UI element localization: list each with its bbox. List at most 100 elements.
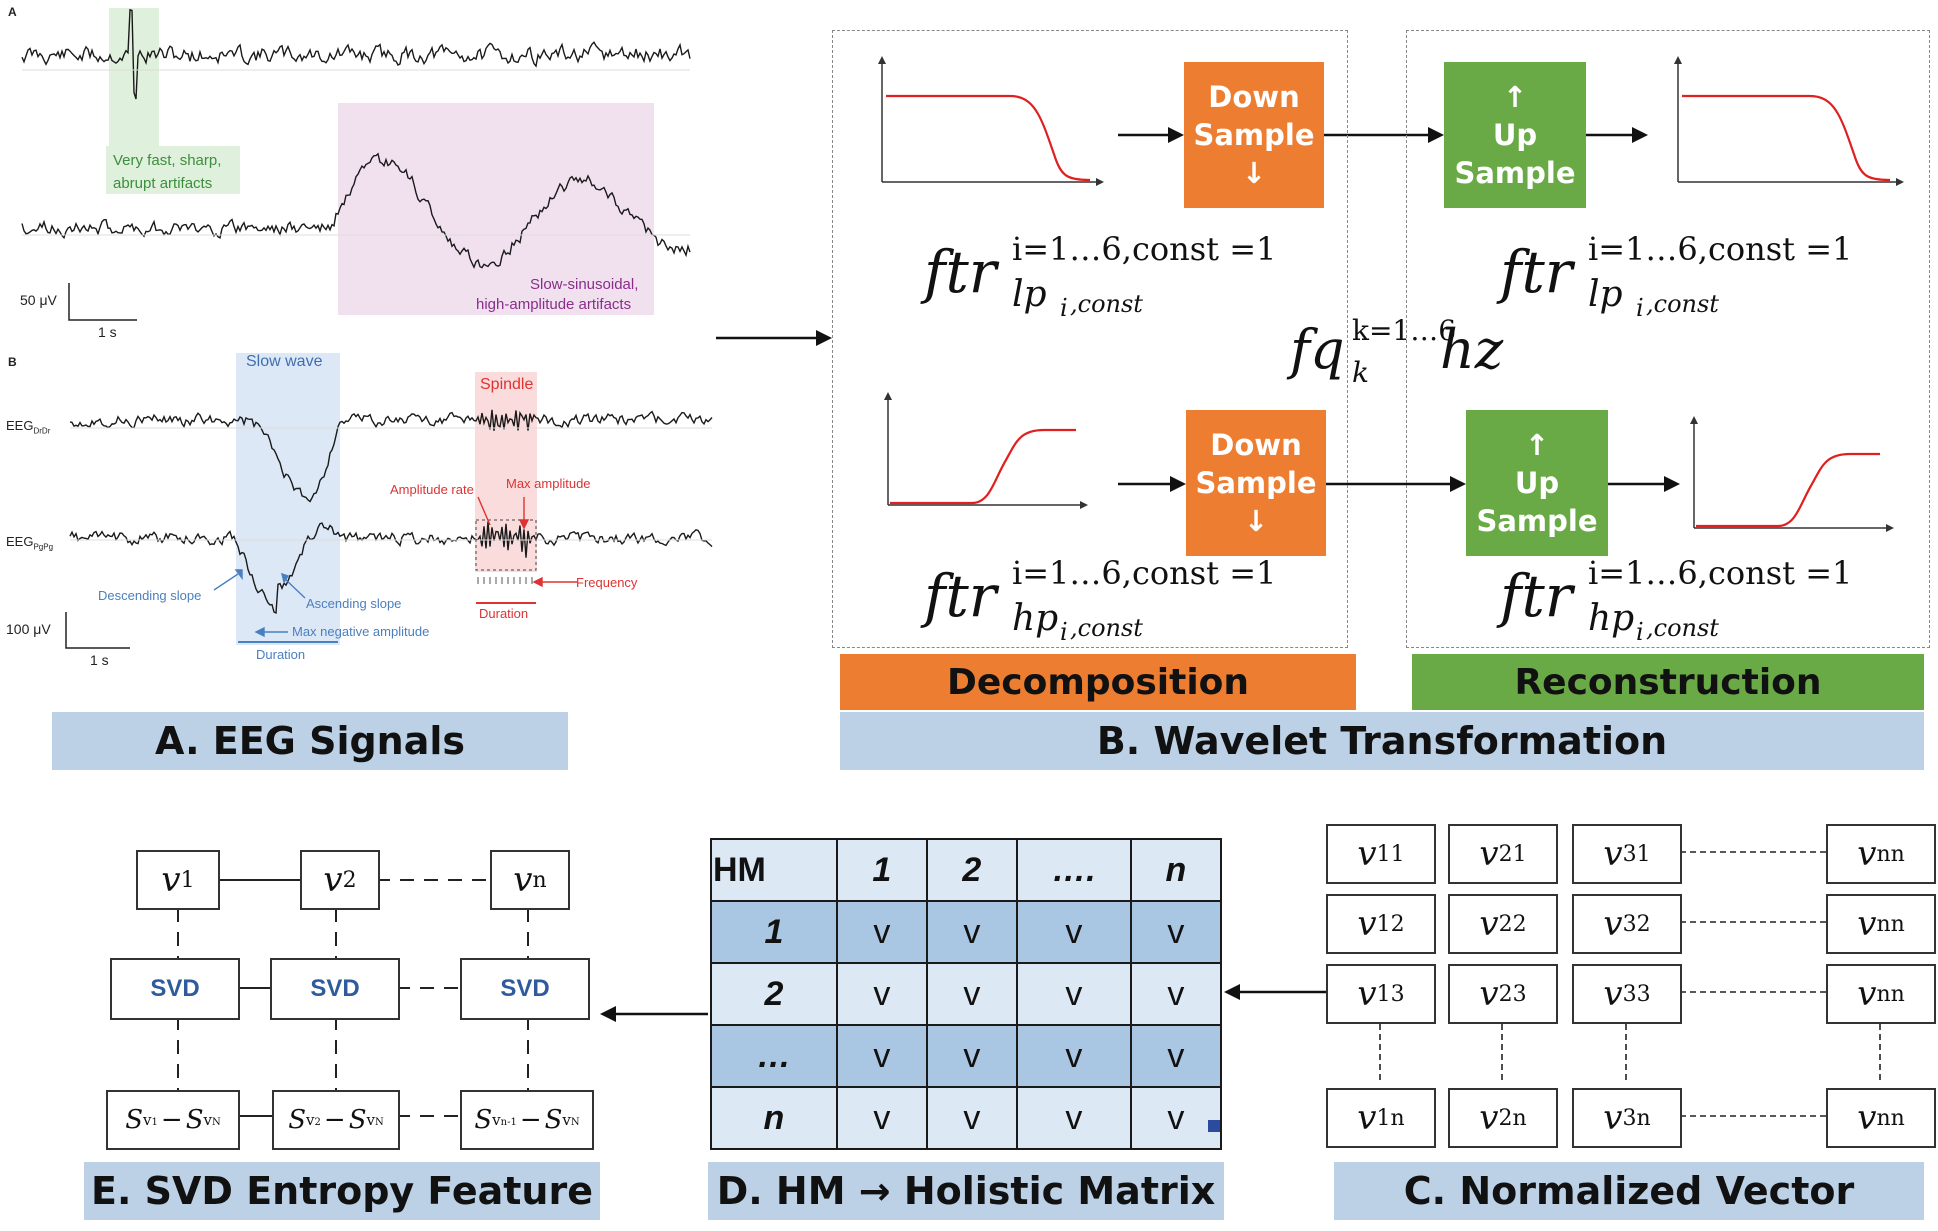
matrix-cell: v xyxy=(1129,1024,1223,1088)
fast-artifact-line2: abrupt artifacts xyxy=(113,175,213,192)
matrix-row-index: … xyxy=(710,1024,838,1088)
matrix-cell: v xyxy=(835,900,928,964)
scale-a-time: 1 s xyxy=(98,324,117,340)
matrix-cell: v xyxy=(1129,962,1223,1026)
matrix-corner-marker xyxy=(1208,1120,1220,1132)
scale-a-amplitude: 50 μV xyxy=(20,292,57,308)
matrix-cell: v xyxy=(835,1086,928,1150)
matrix-header-cell: 1 xyxy=(835,838,928,902)
panel-c-label: C. Normalized Vector xyxy=(1334,1162,1924,1220)
matrix-header-cell: …. xyxy=(1015,838,1132,902)
panel-a-label: A. EEG Signals xyxy=(52,712,568,770)
matrix-header-cell: 2 xyxy=(925,838,1018,902)
svd-box-1: SVD xyxy=(110,958,240,1020)
matrix-cell: v xyxy=(1015,900,1132,964)
descending-slope-label: Descending slope xyxy=(98,588,202,603)
matrix-cell: v xyxy=(1015,1086,1132,1150)
ftr-hp-reconstruction: ftr i=1…6,const =1 hp i ,const xyxy=(1500,554,1853,646)
ftr-lp-decomposition: ftr i=1…6,const =1 lp i ,const xyxy=(924,230,1277,322)
matrix-row-index: n xyxy=(710,1086,838,1150)
spindle-label: Spindle xyxy=(480,376,534,393)
subpanel-b-letter: B xyxy=(8,355,17,369)
panel-b-label: B. Wavelet Transformation xyxy=(840,712,1924,770)
matrix-cell: v xyxy=(925,1024,1018,1088)
matrix-cell: v xyxy=(1015,1024,1132,1088)
slow-artifact-line2: high-amplitude artifacts xyxy=(476,296,632,313)
fast-artifact-line1: Very fast, sharp, xyxy=(113,152,222,169)
duration-red-label: Duration xyxy=(479,606,529,621)
matrix-cell: v xyxy=(925,1086,1018,1150)
slow-artifact-highlight xyxy=(338,103,654,315)
scale-b-time: 1 s xyxy=(90,652,109,668)
matrix-header-cell: HM xyxy=(710,838,838,902)
frequency-label: Frequency xyxy=(576,575,638,590)
scale-b-amplitude: 100 μV xyxy=(6,621,51,637)
matrix-row-index: 1 xyxy=(710,900,838,964)
reconstruction-frame xyxy=(1406,30,1930,648)
eeg-pg-label: EEGPgPg xyxy=(6,534,54,552)
matrix-arrow xyxy=(600,1006,708,1022)
max-amplitude-label: Max amplitude xyxy=(506,476,591,491)
matrix-cell: v xyxy=(1129,900,1223,964)
subpanel-a-letter: A xyxy=(8,5,17,19)
fast-artifact-label-box xyxy=(106,146,240,194)
matrix-cell: v xyxy=(835,1024,928,1088)
matrix-cell: v xyxy=(835,962,928,1026)
panel-e-label: E. SVD Entropy Feature xyxy=(84,1162,600,1220)
eeg-fr-label: EEGDrDr xyxy=(6,418,51,436)
eeg-traces xyxy=(21,8,713,649)
duration-blue-label: Duration xyxy=(256,647,306,662)
amplitude-rate-label: Amplitude rate xyxy=(390,482,474,497)
panel-d-label: D. HM → Holistic Matrix xyxy=(708,1162,1224,1220)
reconstruction-bar: Reconstruction xyxy=(1412,654,1924,710)
wavelet-lines xyxy=(716,56,1904,532)
decomposition-frame xyxy=(832,30,1348,648)
ftr-hp-decomposition: ftr i=1…6,const =1 hp i ,const xyxy=(924,554,1277,646)
matrix-row-index: 2 xyxy=(710,962,838,1026)
matrix-cell: v xyxy=(1015,962,1132,1026)
ftr-lp-reconstruction: ftr i=1…6,const =1 lp i ,const xyxy=(1500,230,1853,322)
slow-wave-highlight xyxy=(236,353,340,645)
matrix-cell: v xyxy=(925,900,1018,964)
svd-box-2: SVD xyxy=(270,958,400,1020)
decomposition-bar: Decomposition xyxy=(840,654,1356,710)
max-negative-label: Max negative amplitude xyxy=(292,624,430,639)
svd-box-n: SVD xyxy=(460,958,590,1020)
matrix-header-cell: n xyxy=(1129,838,1223,902)
slow-wave-label: Slow wave xyxy=(246,353,323,370)
matrix-cell: v xyxy=(1129,1086,1223,1150)
frequency-formula: fq k=1…6 k hz xyxy=(1290,314,1504,389)
